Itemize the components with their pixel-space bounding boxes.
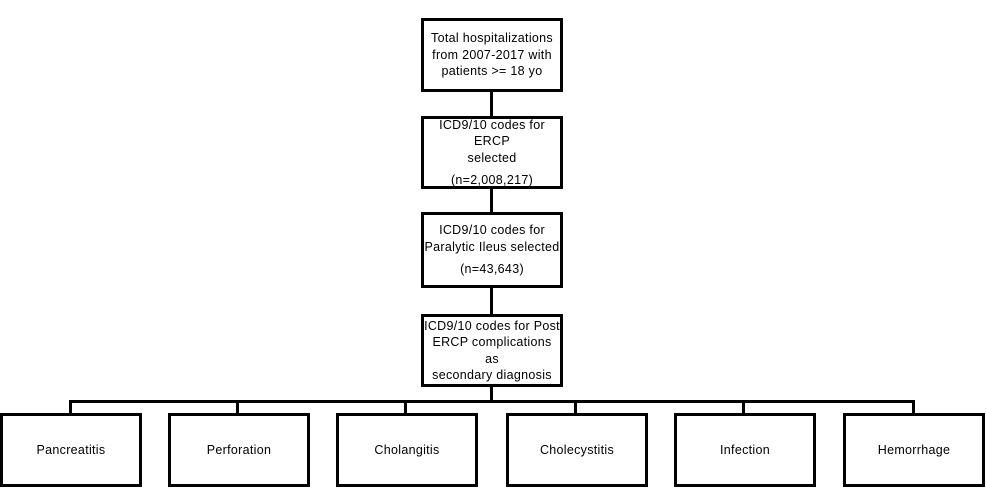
branch-drop-1 xyxy=(69,400,72,415)
connector-step2-step3 xyxy=(490,187,493,214)
outcome-hemorrhage: Hemorrhage xyxy=(843,413,985,487)
outcome-label: Infection xyxy=(720,442,770,457)
branch-drop-5 xyxy=(742,400,745,415)
outcome-cholecystitis: Cholecystitis xyxy=(506,413,648,487)
outcome-cholangitis: Cholangitis xyxy=(336,413,478,487)
step3-count: (n=43,643) xyxy=(460,262,524,277)
step-post-ercp-complications: ICD9/10 codes for Post ERCP complication… xyxy=(421,314,563,387)
step3-line2: Paralytic Ileus selected xyxy=(424,239,560,254)
outcome-infection: Infection xyxy=(674,413,816,487)
step-total-hospitalizations: Total hospitalizations from 2007-2017 wi… xyxy=(421,18,563,92)
outcome-label: Pancreatitis xyxy=(36,442,106,457)
connector-step3-step4 xyxy=(490,286,493,316)
step1-line2: from 2007-2017 with xyxy=(432,47,552,62)
branch-bus xyxy=(69,400,915,403)
step-ercp-selected: ICD9/10 codes for ERCP selected (n=2,008… xyxy=(421,116,563,189)
step4-line1: ICD9/10 codes for Post xyxy=(424,318,560,333)
step4-line2: ERCP complications as xyxy=(432,335,552,366)
branch-drop-2 xyxy=(236,400,239,415)
step2-line1: ICD9/10 codes for ERCP xyxy=(439,117,545,149)
branch-drop-6 xyxy=(912,400,915,415)
outcome-pancreatitis: Pancreatitis xyxy=(0,413,142,487)
step1-line1: Total hospitalizations xyxy=(431,31,553,46)
outcome-label: Perforation xyxy=(206,442,272,457)
branch-drop-3 xyxy=(404,400,407,415)
step3-line1: ICD9/10 codes for xyxy=(439,223,545,238)
connector-step1-step2 xyxy=(490,90,493,118)
step-paralytic-ileus-selected: ICD9/10 codes for Paralytic Ileus select… xyxy=(421,212,563,288)
step2-count: (n=2,008,217) xyxy=(450,173,534,187)
outcome-label: Cholangitis xyxy=(374,442,440,457)
connector-step4-bus xyxy=(490,385,493,402)
step2-line2: selected xyxy=(467,150,517,165)
outcome-perforation: Perforation xyxy=(168,413,310,487)
step4-line3: secondary diagnosis xyxy=(432,368,552,382)
outcome-label: Hemorrhage xyxy=(877,442,951,457)
outcome-label: Cholecystitis xyxy=(539,442,615,457)
branch-drop-4 xyxy=(574,400,577,415)
step1-line3: patients >= 18 yo xyxy=(441,64,543,79)
